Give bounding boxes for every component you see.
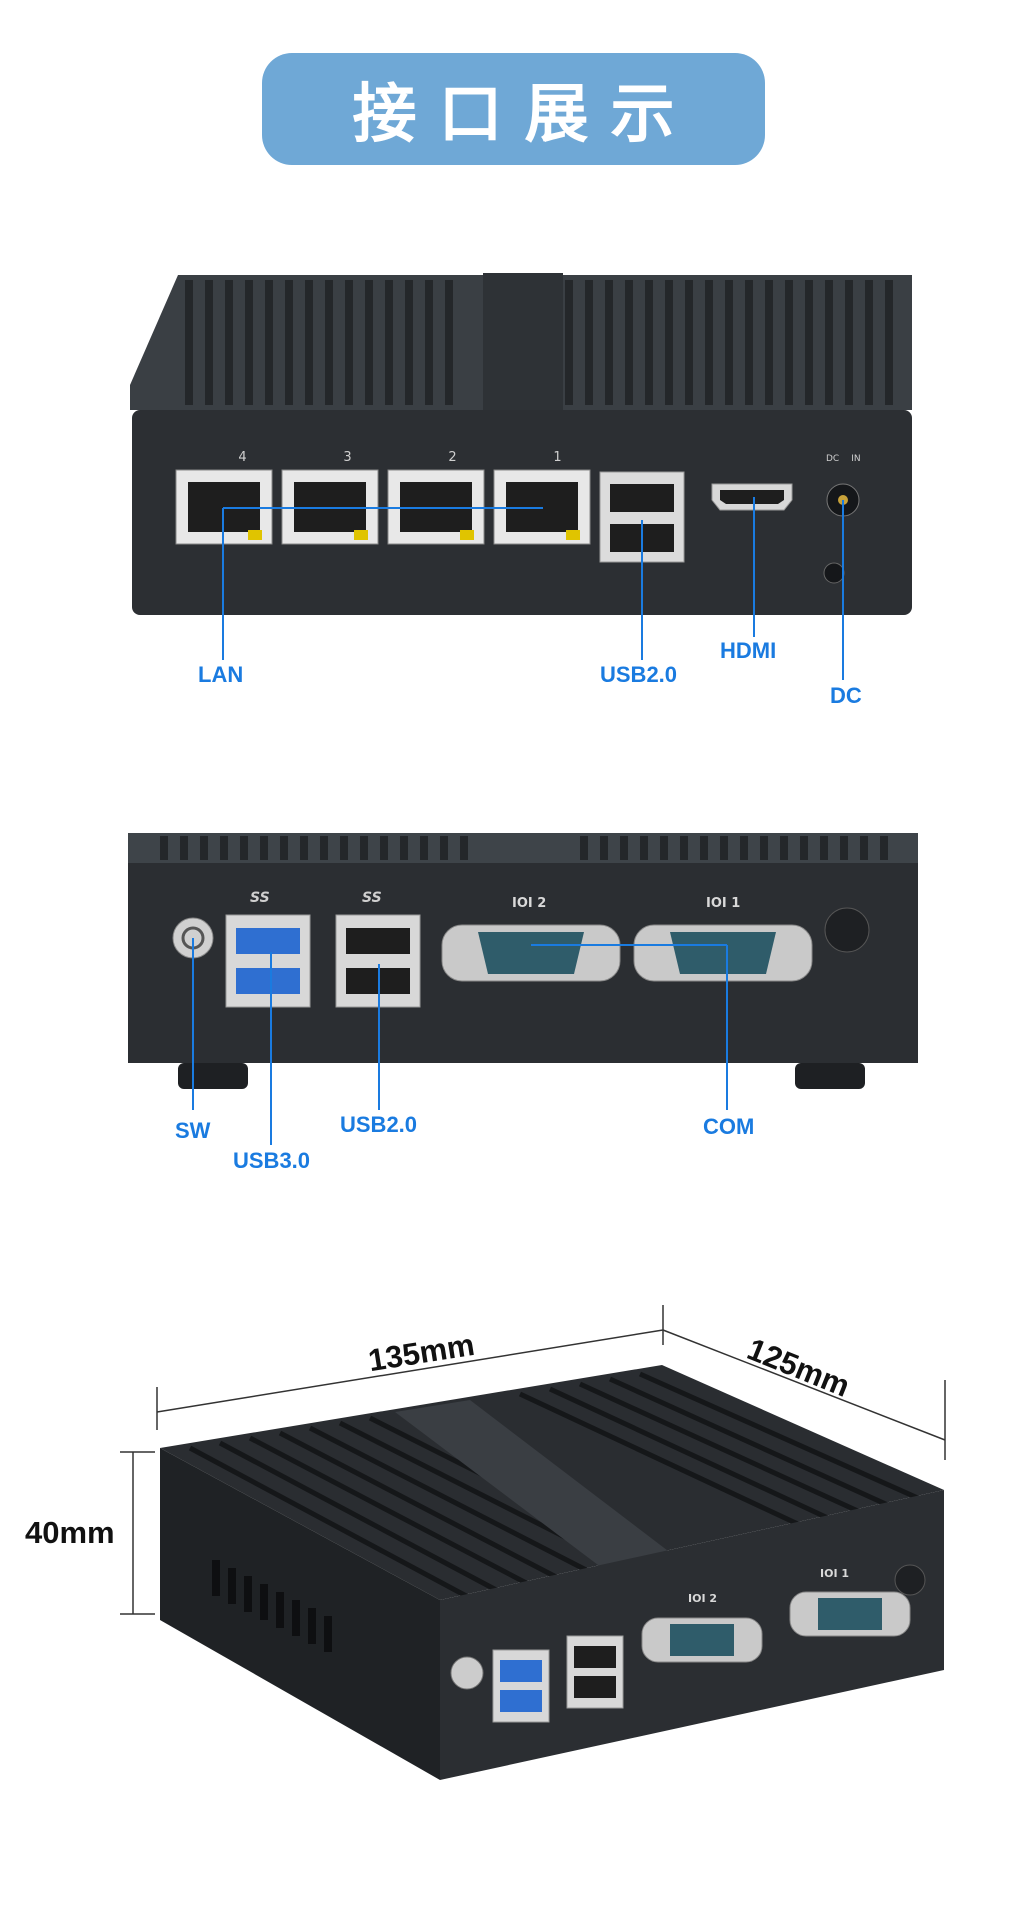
dc-in-label: DC IN [826,454,861,464]
lan-port-number: 4 [238,450,247,465]
lan-port-number: 1 [553,450,562,465]
title-banner: 接口展示 [262,53,765,165]
lan-port-numbers: 4 3 2 1 [190,450,610,465]
callout-usb2-front: USB2.0 [600,662,678,687]
dimension-height: 40mm [25,1515,115,1550]
hdmi-port-front [711,483,793,511]
com-ports [441,924,813,982]
usb3-logo: SS [250,890,270,906]
iso-com2-label: IOI 2 [688,1592,718,1605]
callout-usb3: USB3.0 [233,1148,311,1173]
com1-label: IOI 1 [706,896,741,911]
lan-port-number: 2 [448,450,457,465]
callout-usb2-rear: USB2.0 [340,1112,418,1137]
callout-lan: LAN [198,662,244,687]
dimension-lines [120,1305,946,1615]
front-view-device [130,273,912,680]
callout-com: COM [703,1114,755,1139]
usb2-logo: SS [362,890,382,906]
rear-view-device [128,833,918,1145]
in-label: IN [851,454,861,464]
callout-dc: DC [830,683,862,708]
heatsink-fins-front [185,280,893,405]
iso-com1-label: IOI 1 [820,1567,850,1580]
iso-view-device [160,1365,944,1780]
banner-title: 接口展示 [352,78,697,152]
callout-hdmi: HDMI [720,638,777,663]
lan-port-number: 3 [343,450,352,465]
com2-label: IOI 2 [512,896,547,911]
callout-sw: SW [175,1118,211,1143]
dc-label: DC [826,454,840,464]
